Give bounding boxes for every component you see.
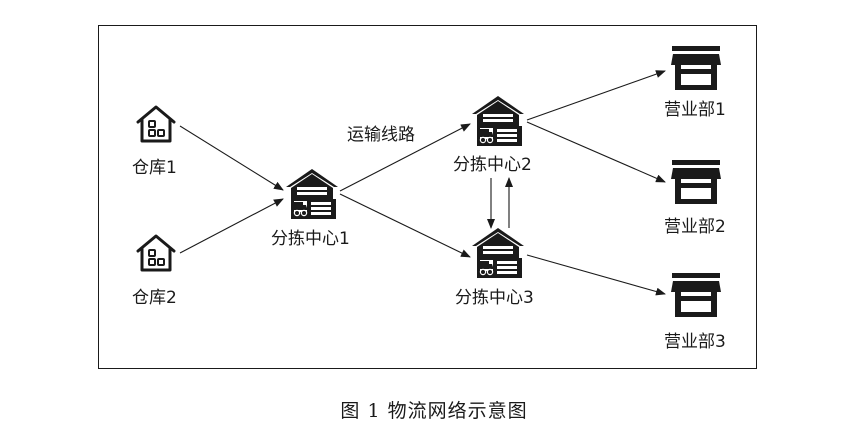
edge-warehouse1-to-sc1 [179, 125, 284, 191]
edges [179, 70, 666, 296]
edge-sc1-to-sc2 [339, 123, 471, 192]
house-icon [136, 105, 176, 143]
warehouse-truck-icon [285, 168, 339, 219]
edge-sc2-to-sales1 [526, 70, 666, 121]
house-icon [136, 234, 176, 272]
sorting-center-3-label: 分拣中心3 [455, 288, 534, 308]
warehouse-truck-icon [471, 227, 525, 278]
sales-dept-3-label: 营业部3 [664, 332, 726, 352]
sales-dept-1-label: 营业部1 [664, 100, 726, 120]
sales-dept-2-label: 营业部2 [664, 217, 726, 237]
sorting-center-1-label: 分拣中心1 [271, 229, 350, 249]
storefront-icon [671, 160, 721, 204]
warehouse-1-label: 仓库1 [132, 158, 177, 178]
edge-sc3-to-sales3 [526, 254, 666, 296]
figure-caption: 图 1 物流网络示意图 [340, 400, 528, 422]
warehouse-2-label: 仓库2 [132, 288, 177, 308]
transport-route-label: 运输线路 [347, 125, 415, 145]
edge-warehouse2-to-sc1 [179, 198, 284, 254]
diagram-frame [98, 25, 757, 369]
edge-sc2-to-sales2 [526, 121, 666, 183]
edge-sc1-to-sc3 [339, 193, 471, 258]
sorting-center-2-label: 分拣中心2 [453, 155, 532, 175]
warehouse-truck-icon [471, 95, 525, 146]
storefront-icon [671, 46, 721, 90]
storefront-icon [671, 273, 721, 317]
